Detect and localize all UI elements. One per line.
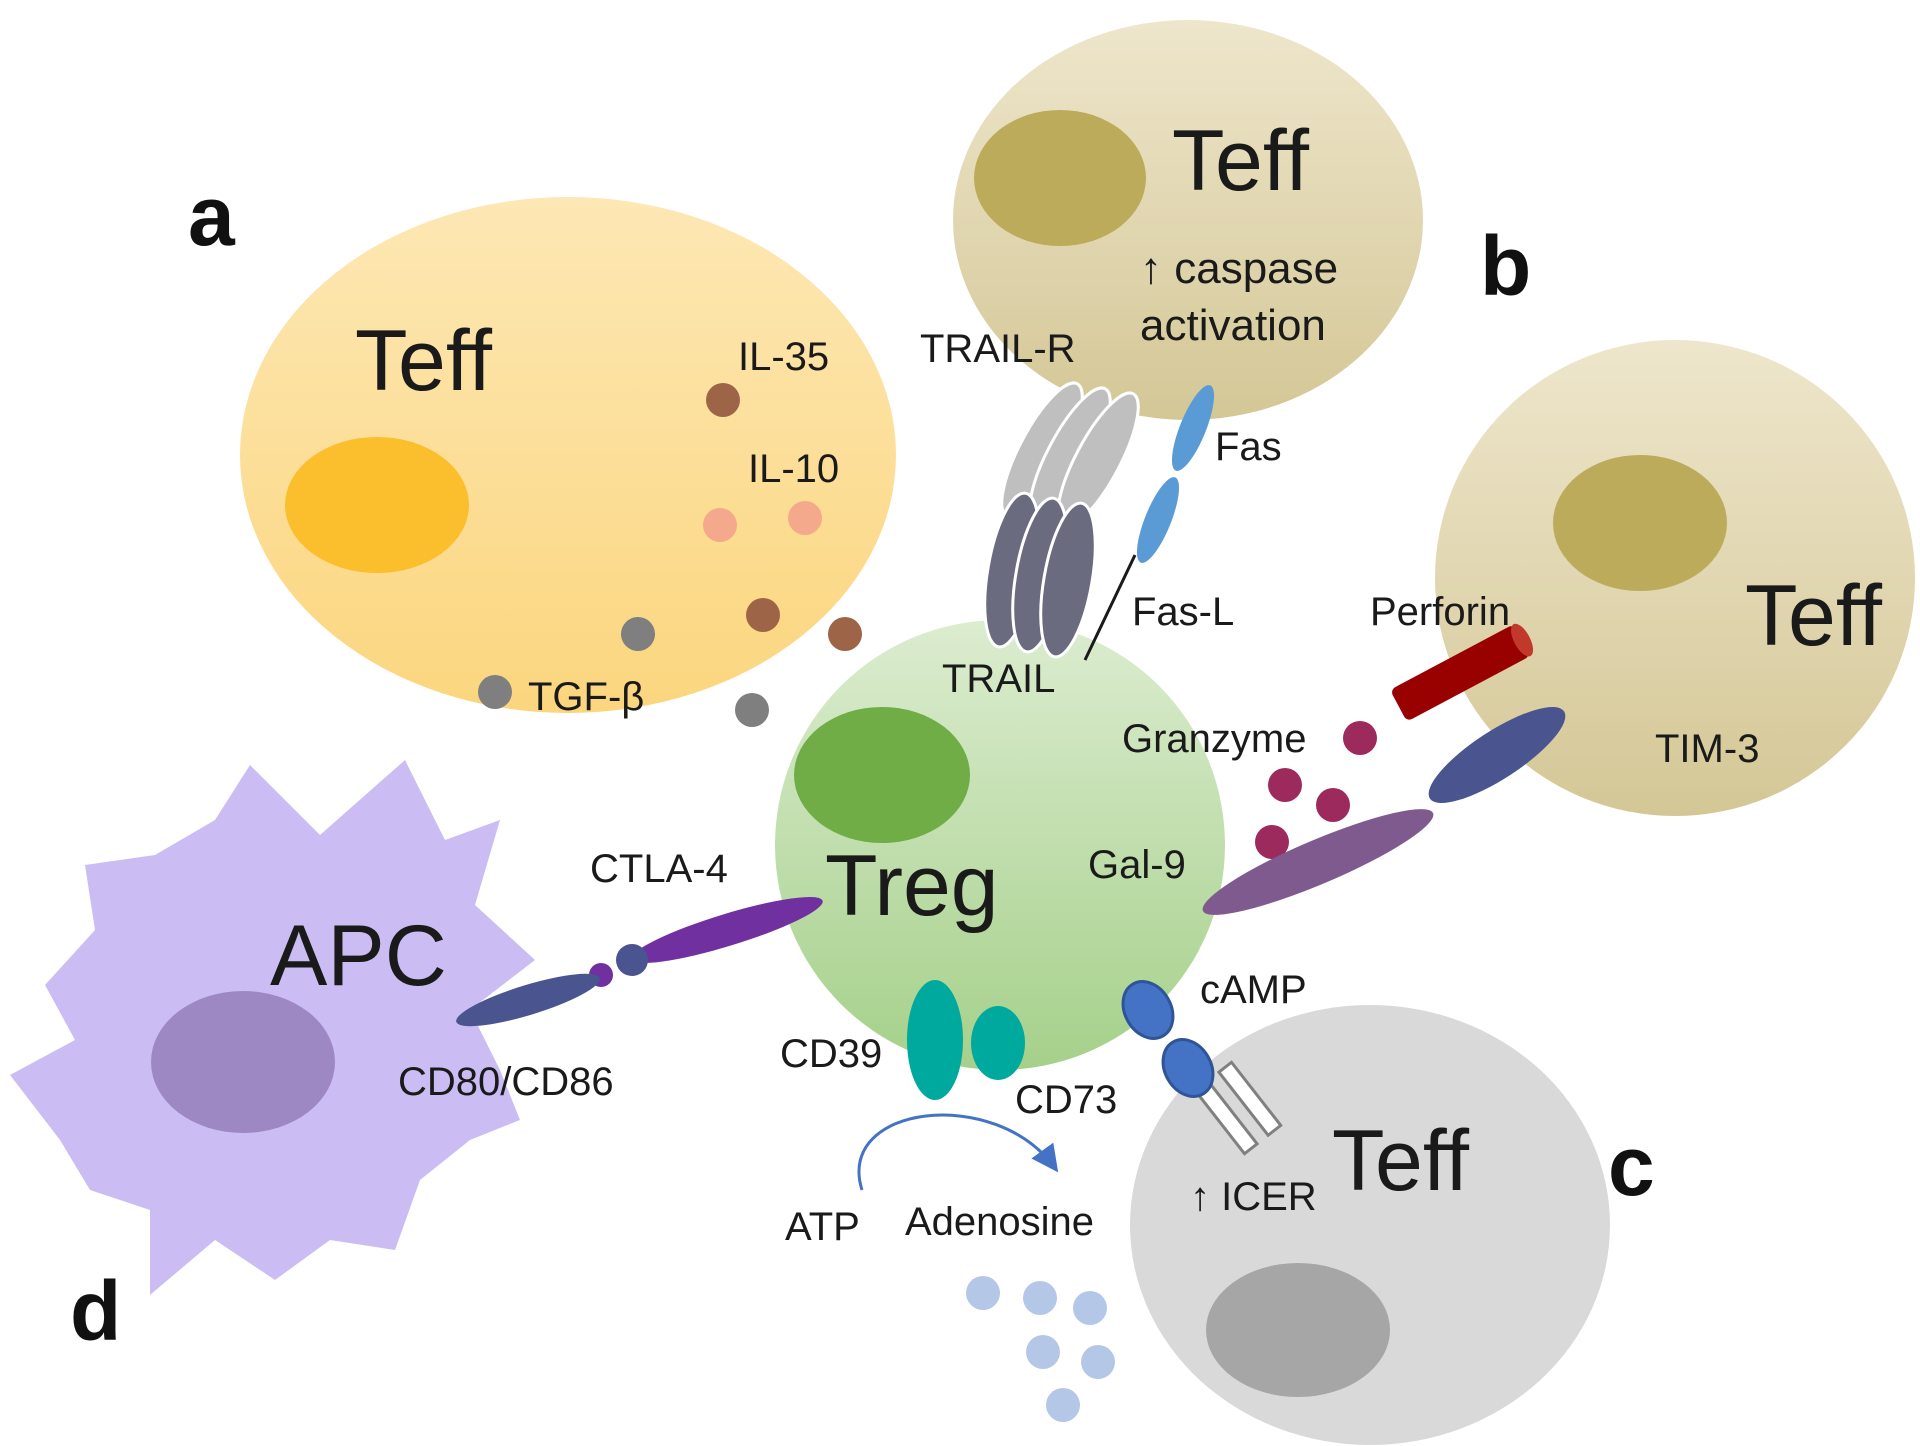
ctla4-label: CTLA-4 bbox=[590, 847, 728, 891]
tgfb-label: TGF-β bbox=[528, 675, 644, 719]
il10-dot bbox=[703, 508, 737, 542]
cd73-enzyme bbox=[971, 1006, 1025, 1080]
teff-cell-tim3: Teff TIM-3 bbox=[1435, 340, 1915, 816]
fas-ligand bbox=[1136, 477, 1180, 563]
granzyme-dot bbox=[1316, 788, 1350, 822]
cd80-cd86-ligand bbox=[456, 973, 600, 1027]
perforin-tube bbox=[1392, 623, 1534, 720]
apc-nucleus bbox=[151, 991, 335, 1133]
cytokines-group: IL-35 IL-10 TGF-β bbox=[478, 335, 862, 727]
teff-b-label: Teff bbox=[1172, 113, 1310, 209]
camp-molecule bbox=[1121, 980, 1175, 1040]
trail-label: TRAIL bbox=[942, 657, 1055, 701]
fas-receptor bbox=[1171, 385, 1215, 471]
adenosine-dot bbox=[1046, 1388, 1080, 1422]
adenosine-dot bbox=[966, 1276, 1000, 1310]
panel-a-label: a bbox=[188, 169, 236, 263]
granzyme-dot bbox=[1255, 825, 1289, 859]
il35-dot bbox=[746, 598, 780, 632]
ctla4-knob bbox=[616, 944, 648, 976]
atp-label: ATP bbox=[785, 1205, 860, 1249]
teff-tim3-label: Teff bbox=[1745, 568, 1883, 664]
gal9-ligand bbox=[1202, 809, 1434, 915]
tim3-label: TIM-3 bbox=[1655, 727, 1759, 771]
adenosine-dot bbox=[1023, 1281, 1057, 1315]
tim3-receptor bbox=[1428, 707, 1566, 803]
il35-dot bbox=[706, 383, 740, 417]
trail-receptor-group: TRAIL-R TRAIL Fas Fas-L bbox=[920, 327, 1282, 701]
teff-a-nucleus bbox=[285, 437, 469, 573]
teff-cell-b: Teff ↑ caspase activation bbox=[953, 20, 1423, 420]
cd39-enzyme bbox=[907, 980, 963, 1100]
cd80-cd86-label: CD80/CD86 bbox=[398, 1060, 614, 1104]
camp-molecule bbox=[1161, 1038, 1215, 1098]
panel-c-label: c bbox=[1608, 1119, 1655, 1213]
fas-l-label: Fas-L bbox=[1132, 590, 1234, 634]
panel-b-label: b bbox=[1480, 219, 1531, 313]
granzyme-label: Granzyme bbox=[1122, 717, 1307, 761]
atp-to-adenosine-arrow bbox=[857, 1113, 1059, 1191]
teff-c-label: Teff bbox=[1332, 1113, 1470, 1209]
cytotoxic-group: Perforin Granzyme Gal-9 bbox=[1088, 590, 1566, 915]
fas-label: Fas bbox=[1215, 425, 1282, 469]
teff-a-label: Teff bbox=[355, 313, 493, 409]
granzyme-dot bbox=[1343, 721, 1377, 755]
treg-label: Treg bbox=[825, 838, 999, 934]
caspase-label-line2: activation bbox=[1140, 301, 1326, 350]
il35-dot bbox=[828, 617, 862, 651]
treg-nucleus bbox=[794, 707, 970, 843]
teff-cell-c: Teff ↑ ICER bbox=[1130, 1005, 1610, 1445]
granzyme-dot bbox=[1268, 768, 1302, 802]
il35-label: IL-35 bbox=[738, 335, 829, 379]
teff-cell-a: Teff bbox=[240, 197, 896, 713]
perforin-label: Perforin bbox=[1370, 590, 1510, 634]
icer-label: ↑ ICER bbox=[1190, 1175, 1317, 1219]
tgfb-dot bbox=[621, 617, 655, 651]
cd39-label: CD39 bbox=[780, 1032, 882, 1076]
adenosine-dot bbox=[1073, 1291, 1107, 1325]
tgfb-dot bbox=[478, 675, 512, 709]
apc-label: APC bbox=[270, 908, 447, 1004]
treg-cell: Treg bbox=[775, 620, 1225, 1070]
ctla4-receptor bbox=[631, 897, 823, 963]
panel-d-label: d bbox=[70, 1264, 121, 1358]
adenosine-dot bbox=[1081, 1345, 1115, 1379]
caspase-label-line1: ↑ caspase bbox=[1140, 244, 1338, 293]
teff-b-nucleus bbox=[974, 110, 1146, 246]
camp-label: cAMP bbox=[1200, 968, 1307, 1012]
gal9-label: Gal-9 bbox=[1088, 843, 1186, 887]
ctla4-group: CTLA-4 CD80/CD86 bbox=[398, 847, 823, 1104]
adenosine-dot bbox=[1026, 1335, 1060, 1369]
teff-a-body bbox=[240, 197, 896, 713]
il10-label: IL-10 bbox=[748, 447, 839, 491]
teff-tim3-nucleus bbox=[1553, 455, 1727, 591]
tgfb-dot bbox=[735, 693, 769, 727]
trail-lobe bbox=[1039, 501, 1097, 659]
adenosine-label: Adenosine bbox=[905, 1200, 1094, 1244]
teff-c-nucleus bbox=[1206, 1263, 1390, 1397]
apc-cell: APC bbox=[10, 760, 535, 1295]
cd73-label: CD73 bbox=[1015, 1078, 1117, 1122]
fas-l-pointer bbox=[1083, 554, 1137, 661]
metabolic-group: CD39 CD73 ATP Adenosine cAMP bbox=[780, 968, 1307, 1422]
il10-dot bbox=[788, 501, 822, 535]
trail-r-label: TRAIL-R bbox=[920, 327, 1076, 371]
